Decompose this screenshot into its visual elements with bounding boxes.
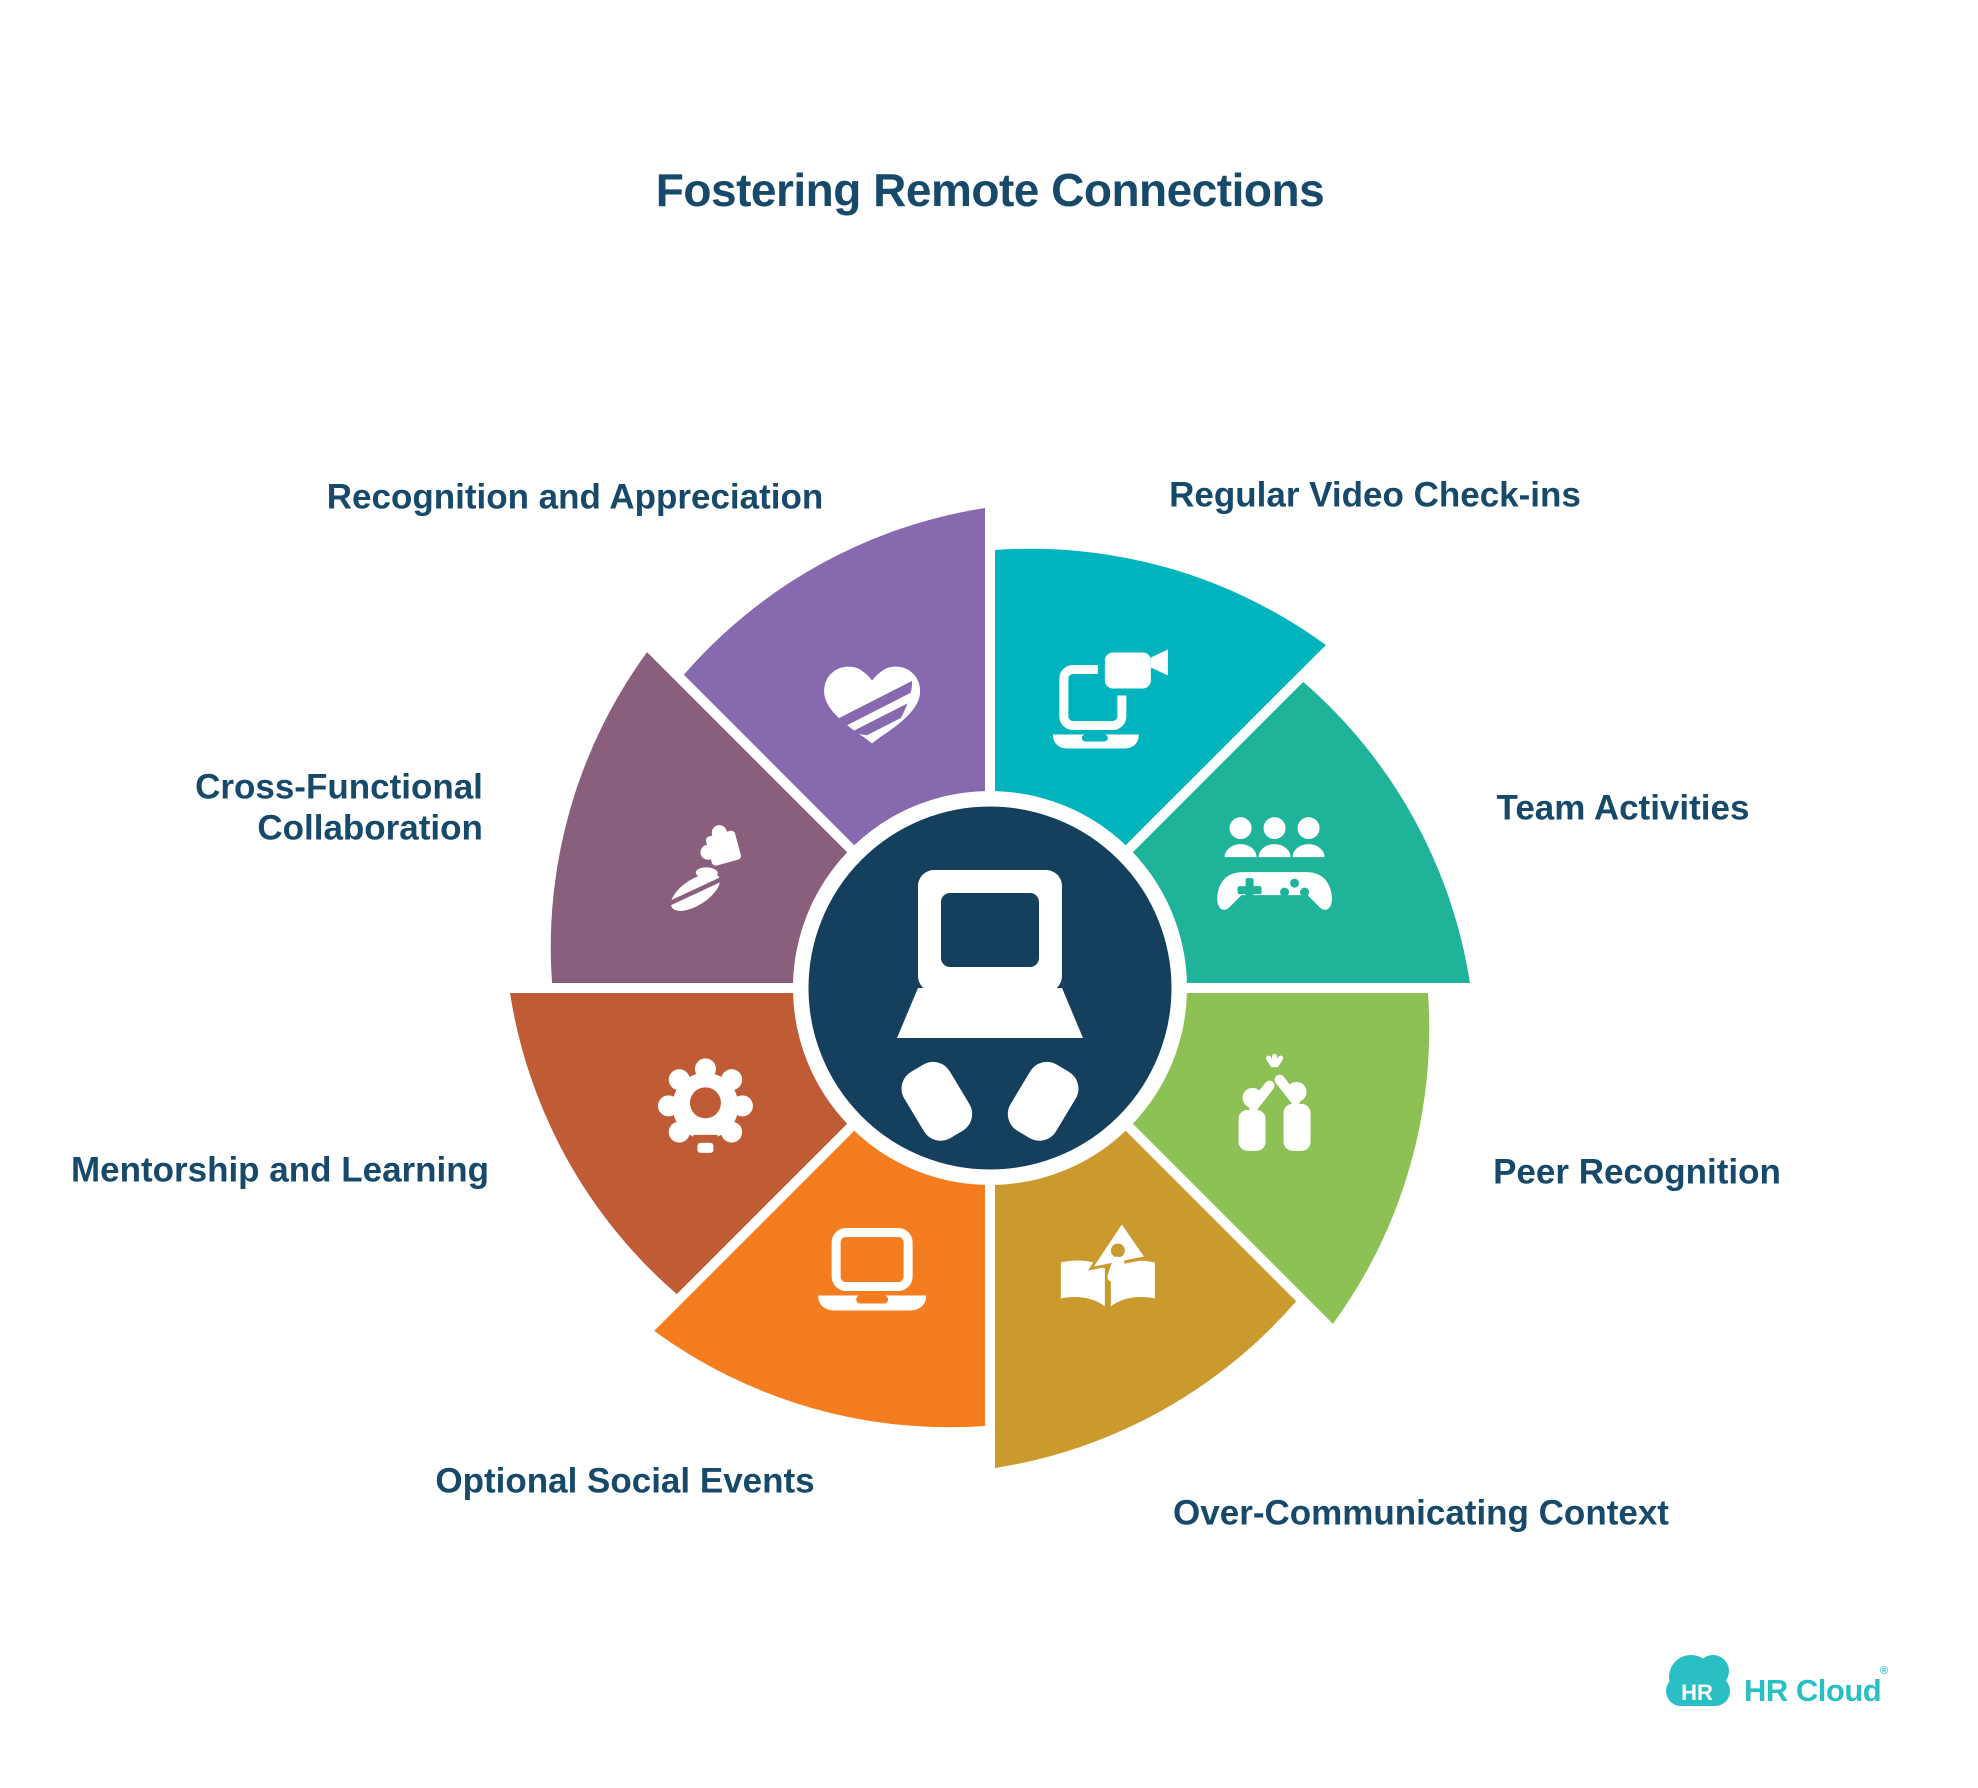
label-cross-functional-collaboration: Cross-Functional Collaboration xyxy=(195,767,483,848)
label-recognition-and-appreciation: Recognition and Appreciation xyxy=(326,477,824,517)
petal-over-communicating-context xyxy=(995,1130,1297,1468)
label-team-activities: Team Activities xyxy=(1496,788,1750,828)
page-title: Fostering Remote Connections xyxy=(655,164,1325,216)
petal-optional-social-events xyxy=(654,1130,985,1428)
laptop-hands-icon xyxy=(892,870,1088,1150)
petal-mentorship-and-learning xyxy=(510,993,848,1295)
petal-regular-video-check-ins xyxy=(995,548,1326,846)
label-over-communicating-context: Over-Communicating Context xyxy=(1173,1493,1669,1533)
label-regular-video-check-ins: Regular Video Check-ins xyxy=(1169,475,1581,515)
logo-registered-mark: ® xyxy=(1880,1665,1888,1677)
label-mentorship-and-learning: Mentorship and Learning xyxy=(70,1150,490,1190)
petal-cross-functional-collaboration xyxy=(550,652,848,983)
hr-cloud-logo: HR HR Cloud ® xyxy=(1666,1655,1888,1708)
label-peer-recognition: Peer Recognition xyxy=(1493,1152,1781,1192)
logo-badge-text: HR xyxy=(1681,1680,1713,1705)
hr-cloud-icon xyxy=(1666,1655,1730,1706)
wheel-petals xyxy=(510,508,1470,1468)
label-optional-social-events: Optional Social Events xyxy=(435,1461,815,1501)
gear-lightbulb-icon xyxy=(657,1058,753,1153)
center-hub xyxy=(799,797,1181,1179)
petal-peer-recognition xyxy=(1132,993,1430,1324)
logo-brand-text: HR Cloud xyxy=(1744,1673,1881,1708)
